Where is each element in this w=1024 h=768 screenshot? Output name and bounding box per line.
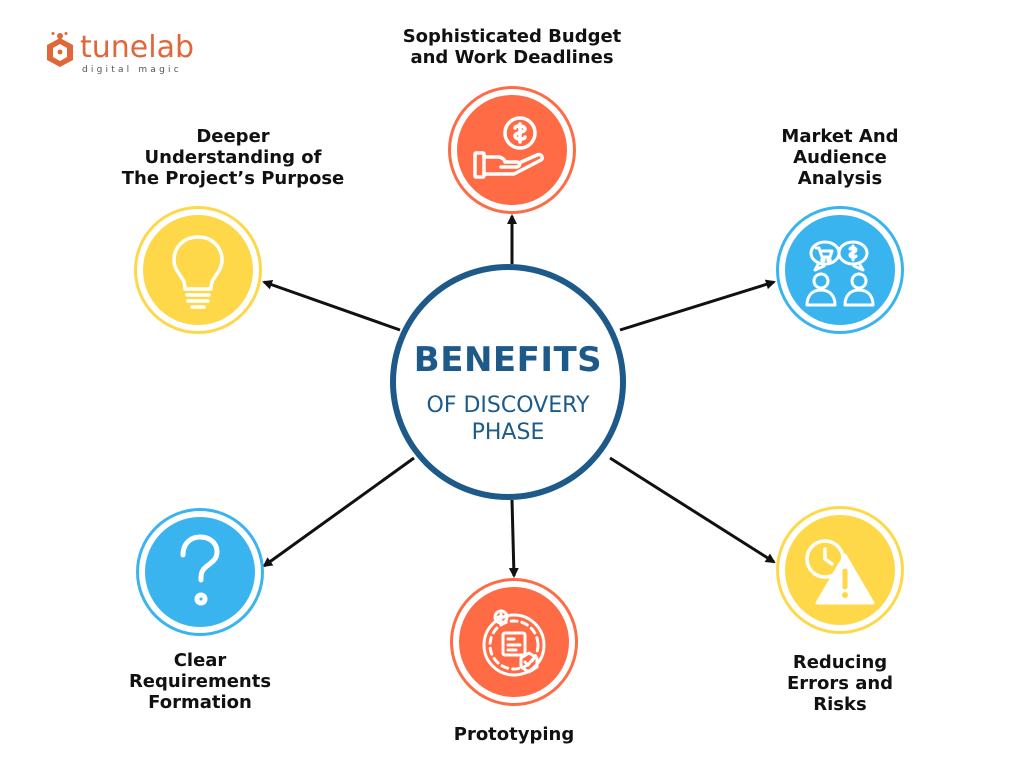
- clock-warning-icon: [805, 539, 875, 605]
- gear-prototype-icon: [482, 609, 546, 677]
- benefit-prototyping[interactable]: [450, 578, 578, 706]
- arrow-to-requirements: [262, 456, 415, 568]
- benefit-market-label: Market And Audience Analysis: [781, 126, 899, 189]
- benefit-requirements-label: Clear Requirements Formation: [128, 650, 272, 713]
- benefit-prototyping-label: Prototyping: [453, 724, 575, 745]
- benefit-budget[interactable]: [448, 86, 576, 214]
- brand-tagline: digital magic: [82, 65, 182, 75]
- benefit-requirements[interactable]: [136, 508, 264, 636]
- hand-money-icon: [473, 116, 544, 179]
- benefit-market[interactable]: [776, 206, 904, 334]
- benefit-understanding[interactable]: [134, 206, 262, 334]
- audience-dialog-icon: [805, 240, 875, 307]
- center-subtitle: OF DISCOVERY PHASE: [426, 393, 590, 445]
- arrow-to-market: [619, 279, 776, 332]
- light-bulb-icon: [172, 235, 224, 309]
- arrow-to-risks: [609, 456, 776, 564]
- arrow-to-understanding: [262, 279, 401, 332]
- brand-logo[interactable]: tunelab digital magic: [44, 30, 204, 80]
- brand-name: tunelab: [80, 30, 195, 65]
- benefit-risks[interactable]: [776, 506, 904, 634]
- arrow-to-prototyping: [508, 499, 519, 578]
- center-hub: BENEFITS OF DISCOVERY PHASE: [390, 264, 626, 500]
- hexagon-logo-icon: [47, 32, 73, 67]
- benefit-understanding-label: Deeper Understanding of The Project’s Pu…: [121, 126, 345, 189]
- question-mark-icon: [180, 534, 220, 606]
- benefit-risks-label: Reducing Errors and Risks: [786, 652, 894, 715]
- benefit-budget-label: Sophisticated Budget and Work Deadlines: [402, 26, 622, 68]
- center-title: BENEFITS: [413, 340, 603, 380]
